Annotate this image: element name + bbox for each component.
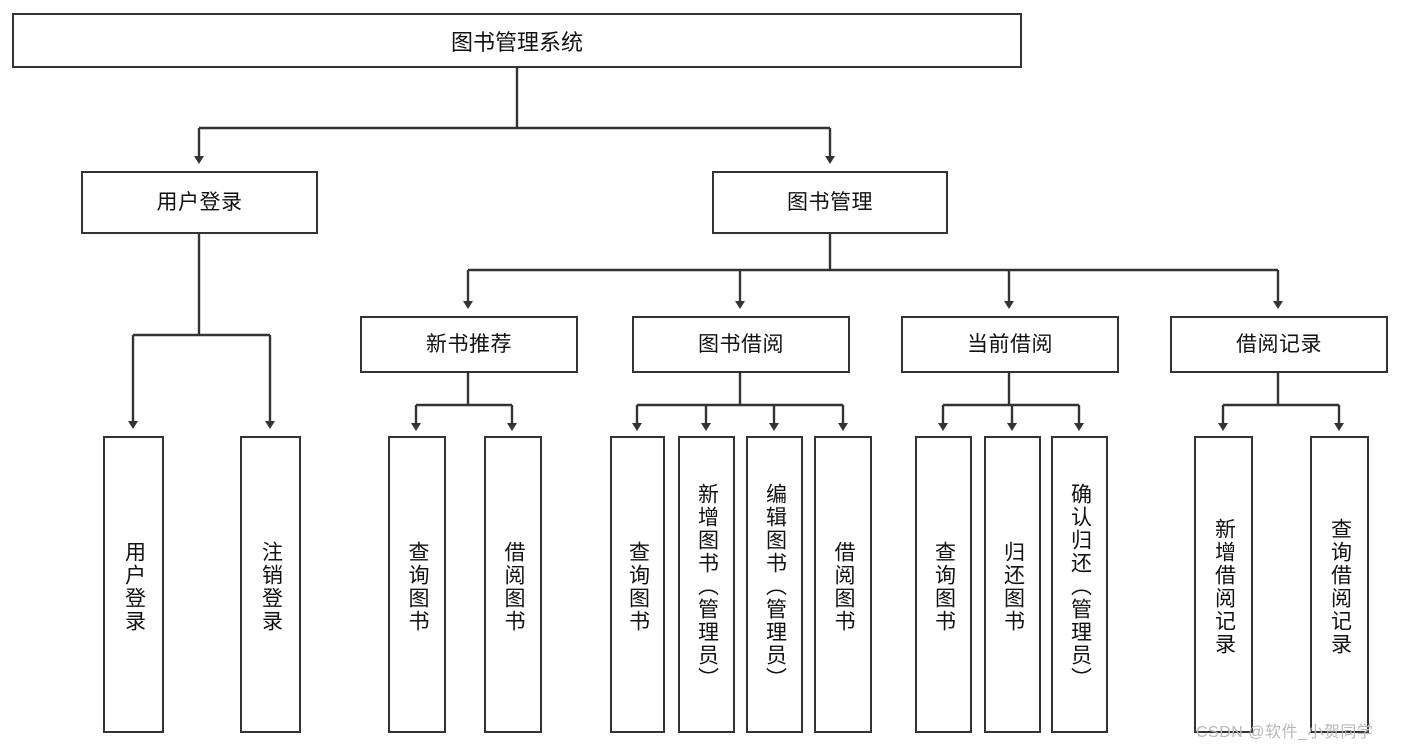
leaf-borrow-book[interactable]: 借阅图书: [814, 436, 872, 733]
node-book-management[interactable]: 图书管理: [712, 171, 948, 234]
leaf-label: 查询图书: [932, 540, 956, 633]
node-root[interactable]: 图书管理系统: [12, 13, 1022, 68]
node-user-login-label: 用户登录: [156, 190, 243, 214]
leaf-label: 查询借阅记录: [1328, 517, 1352, 656]
leaf-label: 查询图书: [626, 540, 650, 633]
leaf-edit-book-admin[interactable]: 编辑图书（管理员）: [746, 436, 803, 733]
node-new-book-recommend-label: 新书推荐: [426, 332, 512, 356]
node-book-management-label: 图书管理: [787, 190, 873, 214]
node-current-borrow-label: 当前借阅: [967, 332, 1053, 356]
node-new-book-recommend[interactable]: 新书推荐: [360, 316, 578, 373]
leaf-confirm-return-admin[interactable]: 确认归还（管理员）: [1051, 436, 1108, 733]
leaf-label: 查询图书: [406, 540, 429, 633]
node-book-borrow[interactable]: 图书借阅: [632, 316, 850, 373]
leaf-label: 新增图书（管理员）: [695, 483, 719, 690]
watermark-text: CSDN @软件_小贺同学: [1196, 724, 1374, 741]
leaf-user-logout[interactable]: 注销登录: [240, 436, 301, 733]
node-root-label: 图书管理系统: [450, 29, 583, 55]
node-borrow-record[interactable]: 借阅记录: [1170, 316, 1388, 373]
leaf-query-book-recommend[interactable]: 查询图书: [388, 436, 446, 733]
leaf-label: 归还图书: [1001, 540, 1025, 633]
leaf-label: 借阅图书: [832, 540, 855, 633]
node-borrow-record-label: 借阅记录: [1236, 332, 1322, 356]
leaf-user-login[interactable]: 用户登录: [103, 436, 164, 733]
leaf-query-book-borrow[interactable]: 查询图书: [610, 436, 665, 733]
node-current-borrow[interactable]: 当前借阅: [901, 316, 1119, 373]
leaf-label: 新增借阅记录: [1212, 517, 1236, 656]
leaf-label: 注销登录: [259, 540, 283, 633]
leaf-return-book[interactable]: 归还图书: [984, 436, 1041, 733]
leaf-label: 编辑图书（管理员）: [763, 483, 787, 690]
leaf-label: 用户登录: [122, 540, 146, 633]
leaf-add-borrow-record[interactable]: 新增借阅记录: [1194, 436, 1253, 733]
leaf-query-borrow-record[interactable]: 查询借阅记录: [1310, 436, 1369, 733]
leaf-borrow-book-recommend[interactable]: 借阅图书: [484, 436, 542, 733]
node-user-login[interactable]: 用户登录: [81, 171, 318, 234]
leaf-query-book-current[interactable]: 查询图书: [915, 436, 972, 733]
leaf-label: 借阅图书: [502, 540, 525, 633]
leaf-add-book-admin[interactable]: 新增图书（管理员）: [678, 436, 735, 733]
leaf-label: 确认归还（管理员）: [1068, 483, 1092, 690]
node-book-borrow-label: 图书借阅: [698, 332, 784, 356]
